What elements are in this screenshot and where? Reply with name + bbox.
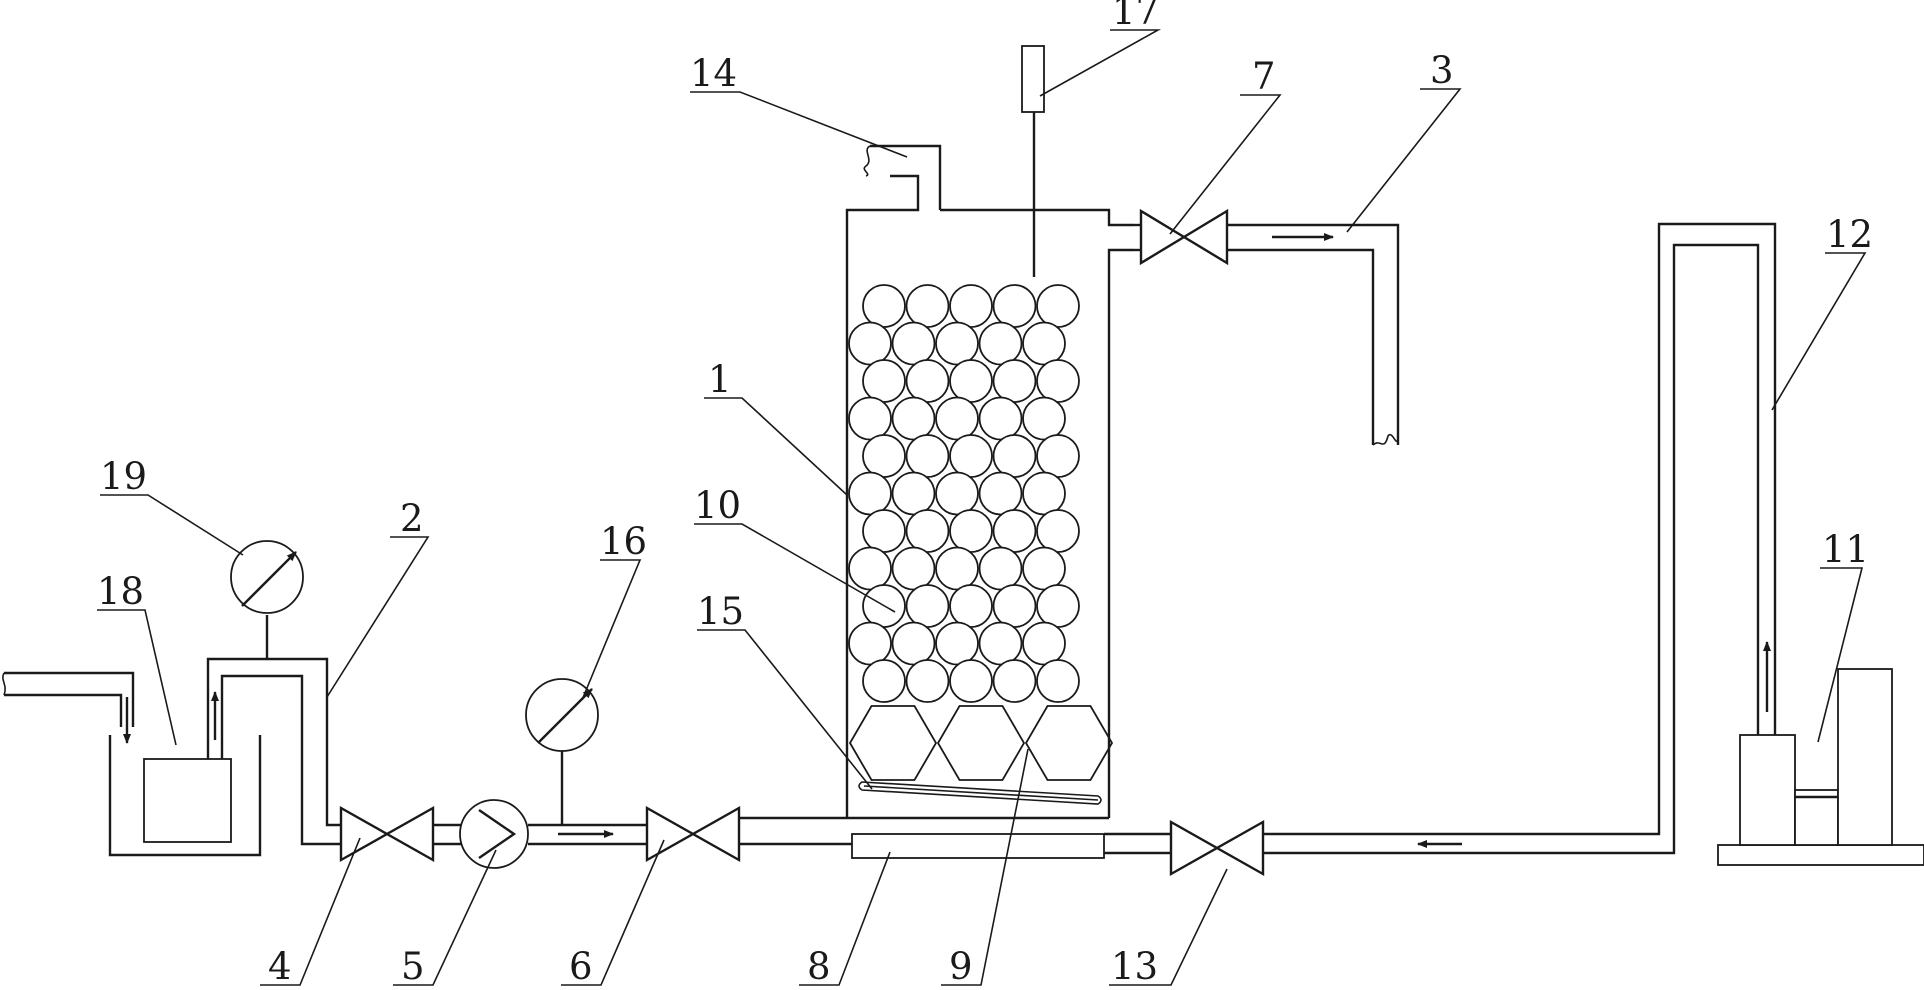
packing-sphere — [935, 396, 979, 441]
packing-sphere — [1036, 434, 1080, 478]
packing-sphere — [949, 509, 993, 553]
label-18: 18 — [97, 570, 144, 613]
feed-line-2 — [206, 615, 342, 846]
packing-sphere — [949, 434, 993, 478]
pressure-gauge-19 — [230, 540, 304, 614]
packing-sphere — [978, 321, 1023, 366]
reactor-column — [845, 144, 1134, 820]
packing-sphere — [891, 321, 936, 366]
valve-7 — [1139, 208, 1229, 266]
label-8: 8 — [807, 945, 831, 988]
packing-sphere — [978, 546, 1023, 591]
packing-sphere — [1022, 471, 1066, 516]
feed-tank — [2, 671, 262, 857]
packing-sphere — [848, 471, 892, 516]
label-9: 9 — [949, 945, 973, 988]
hexagon-support-blocks — [848, 705, 1114, 781]
packing-sphere — [992, 434, 1037, 478]
valve-4 — [339, 805, 435, 863]
packing-sphere — [905, 359, 950, 403]
packing-sphere — [949, 359, 993, 403]
bottom-chamber — [851, 833, 1105, 859]
packing-sphere — [848, 546, 892, 591]
packing-sphere — [949, 659, 993, 703]
pump-5 — [459, 799, 529, 869]
packing-sphere — [1036, 659, 1080, 703]
packing-sphere — [891, 396, 936, 441]
label-4: 4 — [268, 945, 292, 988]
support-hexagon — [936, 705, 1026, 781]
part-labels: 14 17 7 3 12 1 10 15 19 18 2 16 11 4 5 6… — [97, 0, 1873, 988]
discharge-line — [528, 750, 650, 846]
sphere-packing — [848, 284, 1080, 703]
packing-sphere — [905, 659, 950, 703]
packing-sphere — [992, 584, 1037, 628]
packing-sphere — [992, 284, 1037, 328]
packing-sphere — [862, 434, 906, 478]
packing-sphere — [905, 434, 950, 478]
pump-unit-11 — [1717, 668, 1924, 866]
packing-sphere — [848, 321, 892, 366]
packing-sphere — [1036, 584, 1080, 628]
sensor-rod — [1021, 45, 1045, 277]
label-3: 3 — [1430, 49, 1454, 92]
label-5: 5 — [401, 945, 425, 988]
label-15: 15 — [697, 590, 744, 633]
label-13: 13 — [1111, 945, 1158, 988]
packing-sphere — [905, 584, 950, 628]
packing-sphere — [949, 284, 993, 328]
packing-sphere — [1022, 621, 1066, 666]
label-2: 2 — [400, 497, 424, 540]
packing-sphere — [978, 621, 1023, 666]
packing-sphere — [992, 659, 1037, 703]
packing-sphere — [992, 509, 1037, 553]
leader-lines — [97, 29, 1867, 986]
packing-sphere — [891, 546, 936, 591]
packing-sphere — [1036, 359, 1080, 403]
label-6: 6 — [569, 945, 593, 988]
packing-sphere — [891, 471, 936, 516]
packing-sphere — [1022, 396, 1066, 441]
packing-sphere — [905, 284, 950, 328]
packing-sphere — [935, 321, 979, 366]
label-1: 1 — [708, 358, 732, 401]
label-14: 14 — [690, 52, 737, 95]
label-16: 16 — [600, 520, 647, 563]
packing-sphere — [992, 359, 1037, 403]
packing-sphere — [905, 509, 950, 553]
label-11: 11 — [1822, 528, 1869, 571]
packing-sphere — [1036, 284, 1080, 328]
label-12: 12 — [1826, 213, 1873, 256]
label-7: 7 — [1252, 55, 1276, 98]
valve-6 — [645, 805, 741, 863]
distributor-plate — [858, 781, 1102, 805]
packing-sphere — [862, 659, 906, 703]
label-19: 19 — [100, 455, 147, 498]
packing-sphere — [891, 621, 936, 666]
packing-sphere — [1022, 321, 1066, 366]
pressure-gauge-16 — [525, 678, 599, 752]
packing-sphere — [848, 396, 892, 441]
valve-13 — [1169, 819, 1265, 877]
packing-sphere — [935, 471, 979, 516]
packing-sphere — [978, 471, 1023, 516]
packing-sphere — [949, 584, 993, 628]
packing-sphere — [1036, 509, 1080, 553]
packing-sphere — [862, 284, 906, 328]
return-line-12 — [1104, 222, 1777, 855]
outlet-line — [1134, 223, 1400, 446]
packing-sphere — [862, 359, 906, 403]
packing-sphere — [1022, 546, 1066, 591]
packing-sphere — [935, 546, 979, 591]
support-hexagon — [848, 705, 938, 781]
label-10: 10 — [694, 484, 741, 527]
support-hexagon — [1024, 705, 1114, 781]
packing-sphere — [978, 396, 1023, 441]
label-17: 17 — [1112, 0, 1159, 33]
packing-sphere — [935, 621, 979, 666]
packing-sphere — [862, 509, 906, 553]
packing-sphere — [848, 621, 892, 666]
